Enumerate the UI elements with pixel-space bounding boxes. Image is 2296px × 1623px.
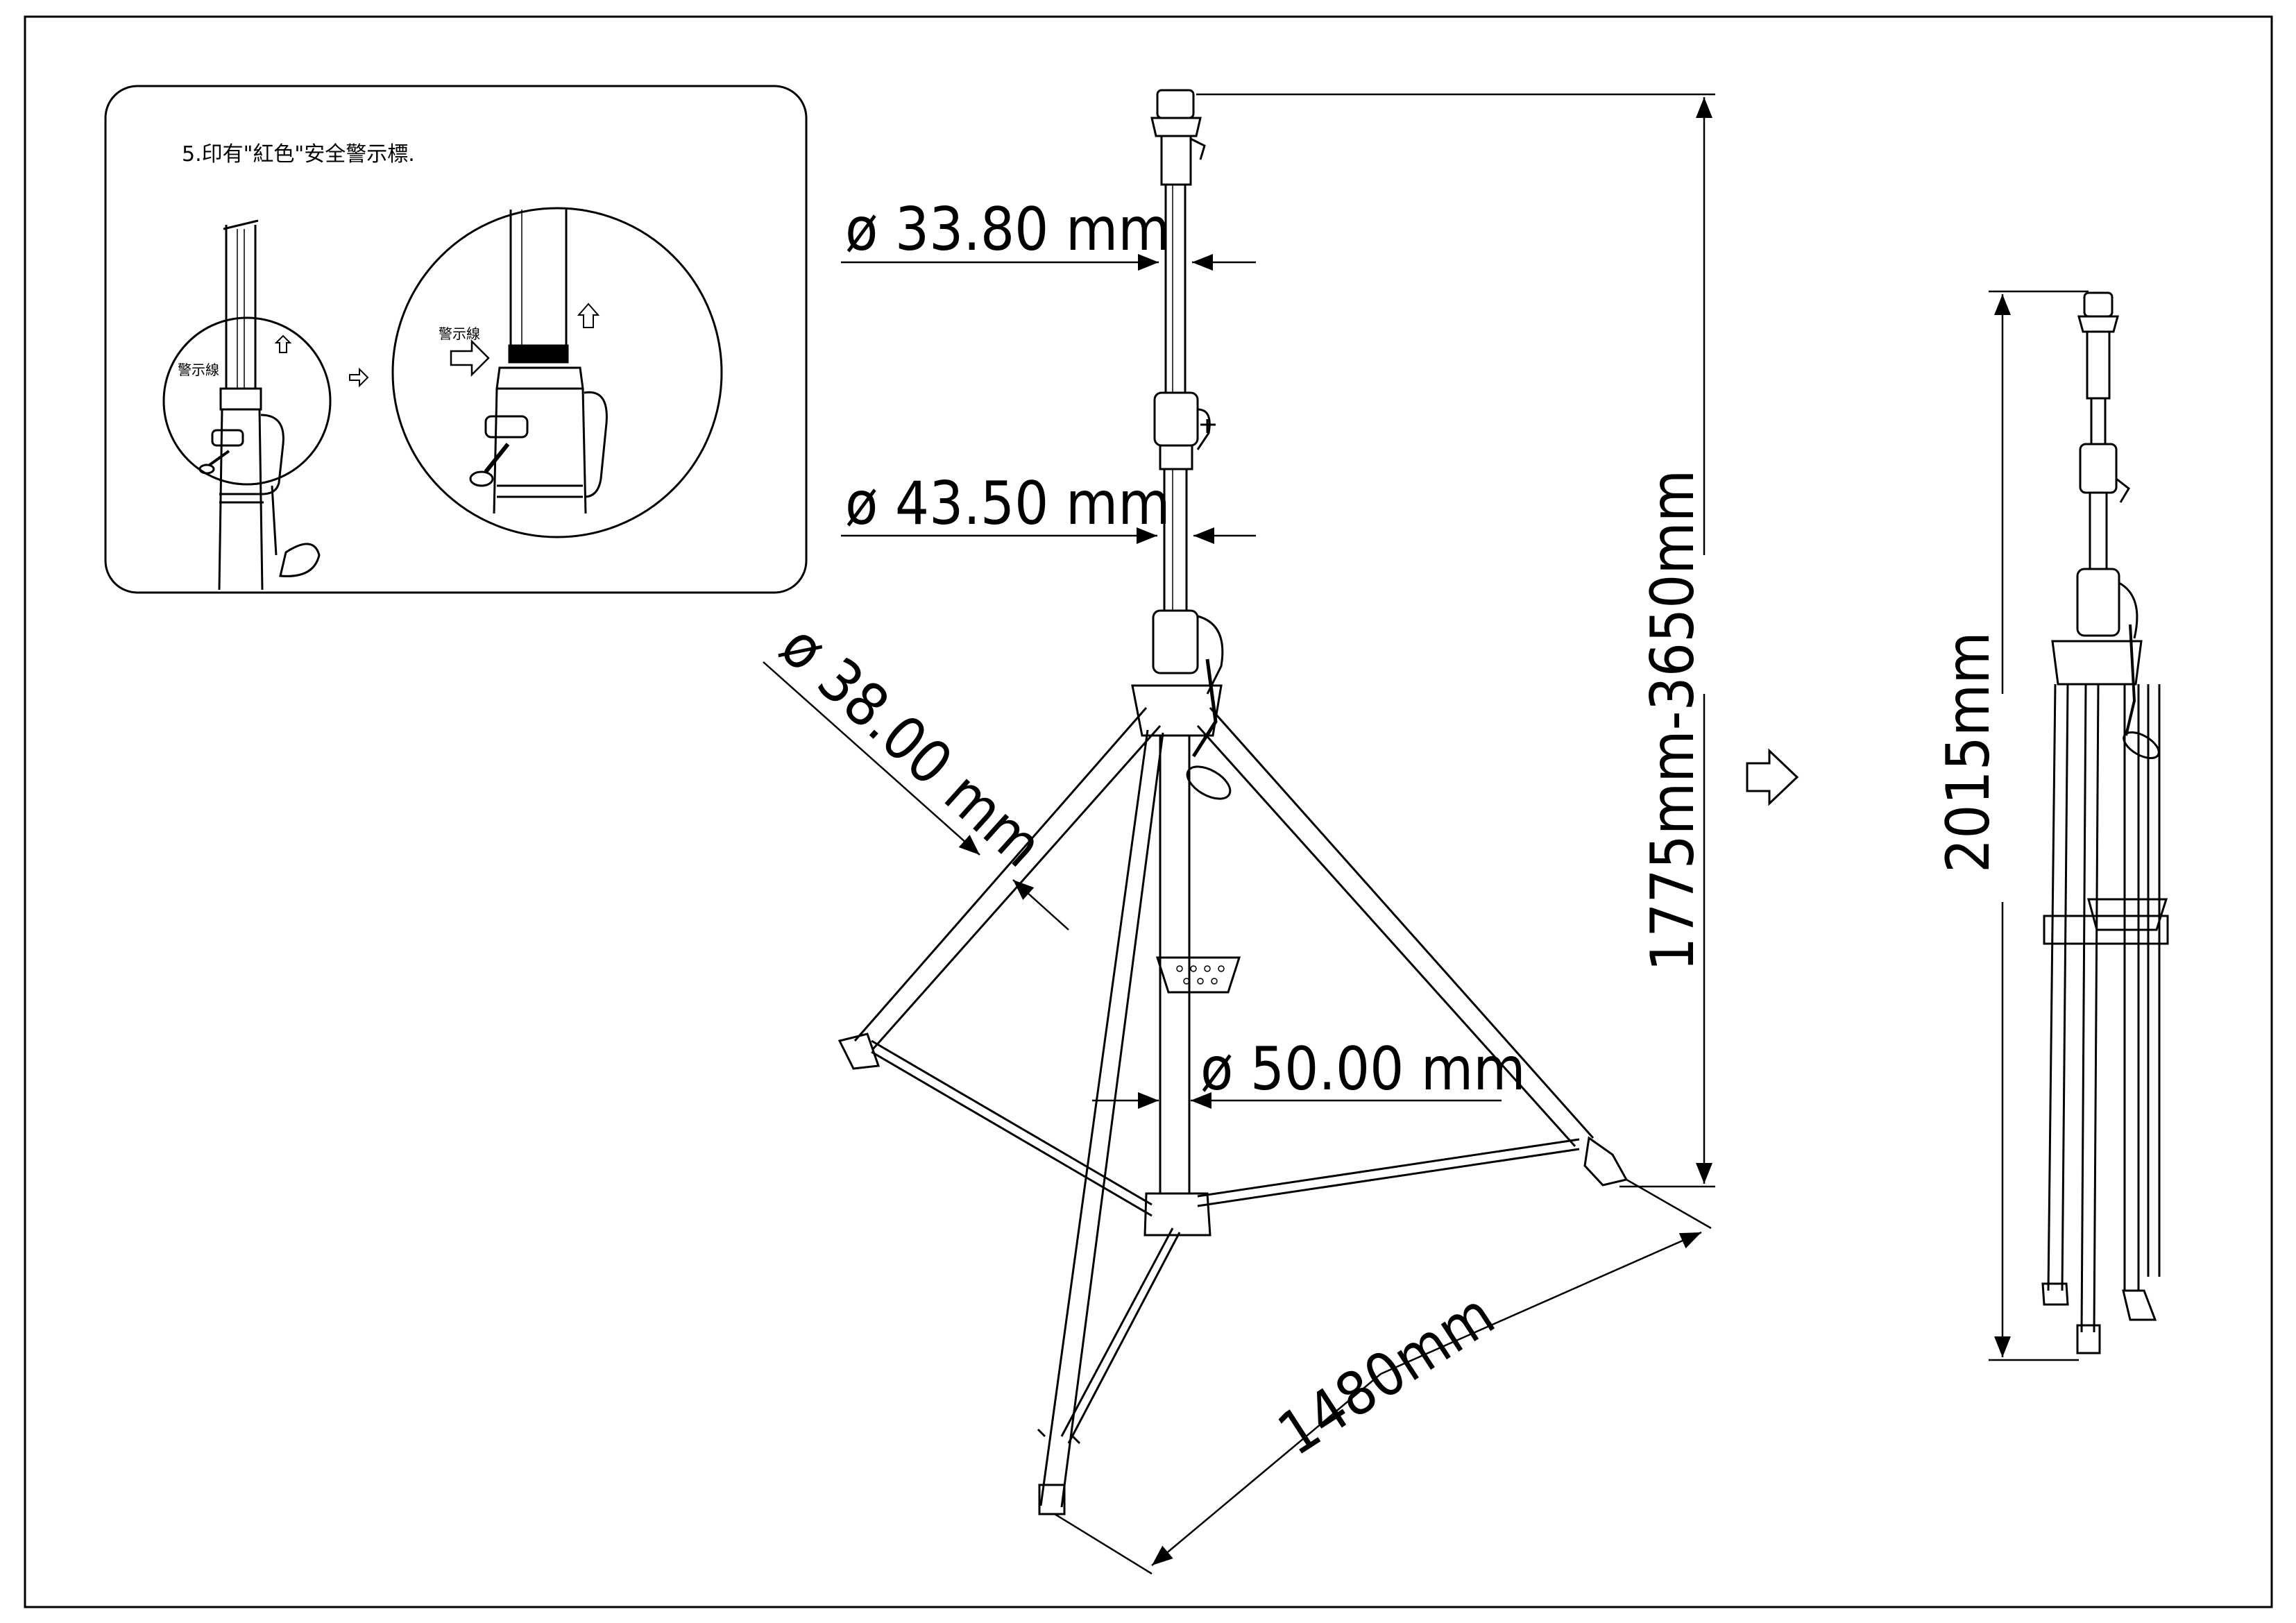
right-arrow-icon-view — [1746, 748, 1799, 806]
inset-magnifier-right — [391, 207, 723, 538]
right-arrow-icon — [349, 367, 369, 388]
inset-magnifier-left — [162, 316, 332, 486]
page-border — [24, 15, 2273, 1608]
inset-warning-label-small: 警示線 — [178, 362, 219, 378]
folded-height-dimension — [1989, 290, 2089, 1361]
inset-panel: 5.印有"紅色"安全警示標. 警示線 — [104, 85, 808, 594]
folded-stand — [2041, 291, 2169, 1354]
dimension-base-diameter: ø 50.00 mm — [1200, 1035, 1526, 1104]
dimension-footprint: 1480mm — [1266, 1280, 1506, 1469]
dimension-height-range: 1775mm-3650mm — [1638, 470, 1708, 971]
right-arrow-icon-large — [450, 339, 490, 377]
inset-warning-label-large: 警示線 — [439, 325, 480, 342]
up-arrow-icon-large — [577, 303, 600, 328]
inset-pole-right — [469, 210, 608, 514]
inset-note: 5.印有"紅色"安全警示標. — [182, 142, 415, 167]
dimension-top-diameter: ø 33.80 mm — [845, 195, 1171, 264]
dimension-leg-diameter: ø 38.00 mm — [767, 611, 1055, 881]
inset-pole-left — [198, 219, 321, 590]
dimension-lines — [763, 93, 1715, 1575]
dimension-folded-height: 2015mm — [1934, 631, 2003, 873]
dimension-mid-diameter: ø 43.50 mm — [845, 469, 1171, 538]
up-arrow-icon — [274, 334, 292, 353]
